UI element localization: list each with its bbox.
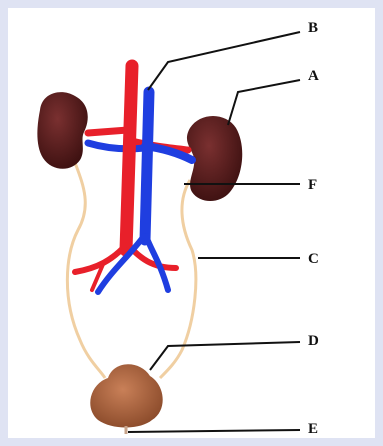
left-renal-artery <box>88 130 128 133</box>
label-b: B <box>308 20 318 36</box>
leader-line-e <box>128 430 300 432</box>
label-a: A <box>308 68 319 84</box>
leader-line-b <box>148 32 300 90</box>
vena-cava <box>145 92 149 240</box>
left-kidney <box>37 92 87 169</box>
leader-line-a <box>228 80 300 125</box>
label-e: E <box>308 421 318 437</box>
label-d: D <box>308 333 319 349</box>
label-c: C <box>308 251 319 267</box>
aorta <box>126 66 132 250</box>
label-f: F <box>308 177 317 193</box>
